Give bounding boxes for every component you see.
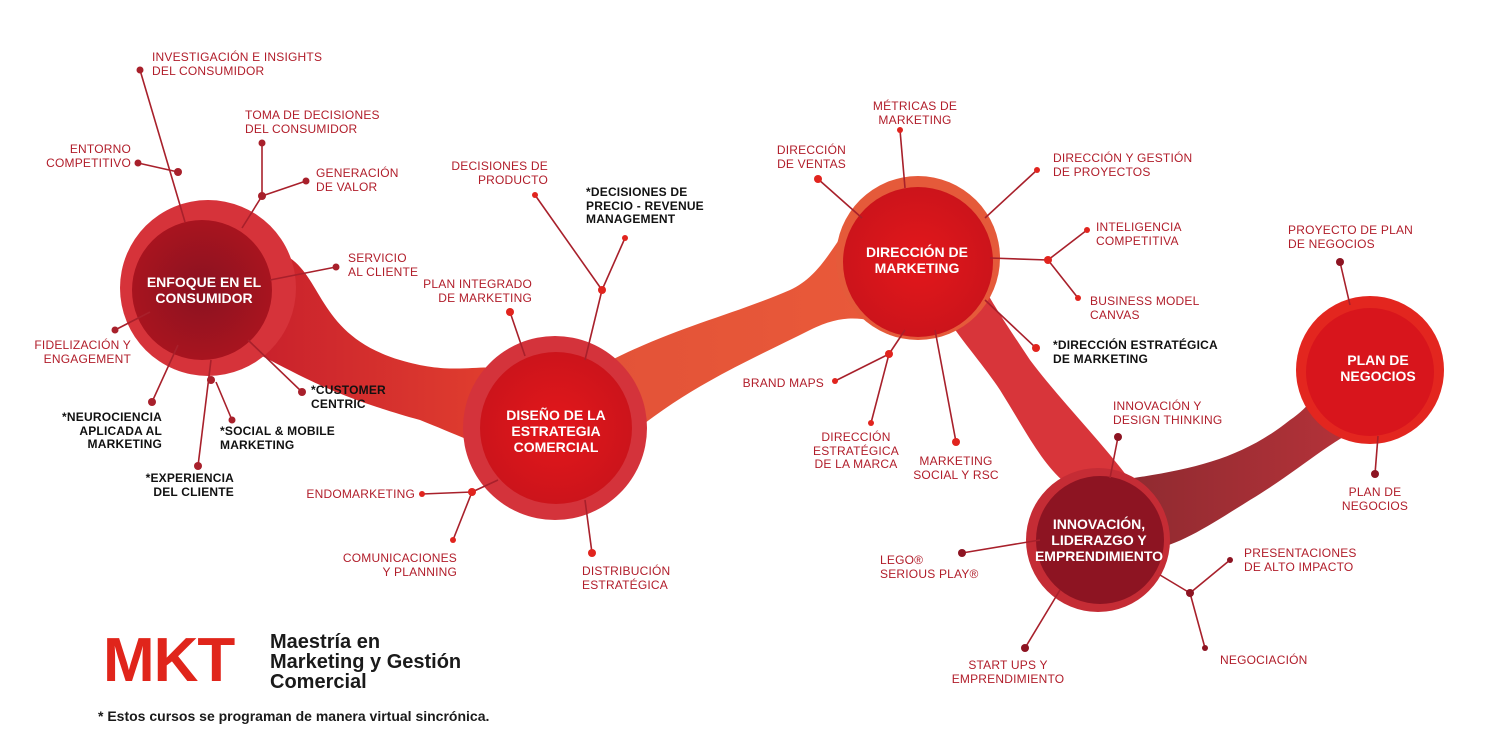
connector-lines — [114, 69, 1379, 649]
label-experiencia: *EXPERIENCIA DEL CLIENTE — [145, 471, 234, 499]
logo-acronym: MKT — [103, 626, 235, 695]
marketing-hub-core — [843, 187, 993, 337]
label-social-rsc: MARKETING SOCIAL Y RSC — [913, 454, 999, 482]
label-lego: LEGO® SERIOUS PLAY® — [880, 553, 979, 581]
label-fidelizacion: FIDELIZACIÓN Y ENGAGEMENT — [34, 338, 131, 366]
label-servicio: SERVICIO AL CLIENTE — [348, 251, 419, 279]
label-decisiones-precio: *DECISIONES DE PRECIO - REVENUE MANAGEME… — [586, 185, 704, 226]
label-endomarketing: ENDOMARKETING — [306, 487, 415, 501]
label-plan-integrado: PLAN INTEGRADO DE MARKETING — [423, 277, 532, 305]
footnote: * Estos cursos se programan de manera vi… — [98, 708, 490, 724]
label-startups: START UPS Y EMPRENDIMIENTO — [951, 658, 1065, 686]
connector-dots — [111, 66, 1379, 652]
label-decisiones-producto: DECISIONES DE PRODUCTO — [451, 159, 548, 187]
label-generacion: GENERACIÓN DE VALOR — [316, 166, 399, 194]
hub-strategy-title: DISEÑO DE LA ESTRATEGIA COMERCIAL — [506, 407, 606, 455]
ribbon-marketing-innovation — [935, 280, 1130, 480]
hub-marketing-title: DIRECCIÓN DE MARKETING — [866, 244, 968, 276]
label-ventas: DIRECCIÓN DE VENTAS — [776, 143, 846, 171]
innovation-hub-core — [1036, 476, 1164, 604]
label-negociacion: NEGOCIACIÓN — [1220, 653, 1308, 667]
label-design-thinking: INNOVACIÓN Y DESIGN THINKING — [1113, 399, 1223, 427]
label-direccion-estrategica: *DIRECCIÓN ESTRATÉGICA DE MARKETING — [1053, 338, 1218, 366]
label-customer-centric: *CUSTOMER CENTRIC — [311, 383, 386, 411]
label-marca: DIRECCIÓN ESTRATÉGICA DE LA MARCA — [813, 430, 899, 471]
hub-business-title: PLAN DE NEGOCIOS — [1340, 352, 1416, 384]
label-neurociencia: *NEUROCIENCIA APLICADA AL MARKETING — [62, 410, 162, 451]
label-brand-maps: BRAND MAPS — [742, 376, 824, 390]
hub-innovation-title: INNOVACIÓN, LIDERAZGO Y EMPRENDIMIENTO — [1034, 516, 1164, 564]
label-canvas: BUSINESS MODEL CANVAS — [1090, 294, 1200, 322]
label-social-mobile: *SOCIAL & MOBILE MARKETING — [220, 424, 335, 452]
business-hub-core — [1306, 308, 1434, 436]
label-toma-decisiones: TOMA DE DECISIONES DEL CONSUMIDOR — [245, 108, 380, 136]
label-inteligencia: INTELIGENCIA COMPETITIVA — [1096, 220, 1182, 248]
logo-program-name: Maestría en Marketing y Gestión Comercia… — [270, 631, 462, 693]
label-proyectos: DIRECCIÓN Y GESTIÓN DE PROYECTOS — [1053, 151, 1193, 179]
label-plan-negocios: PLAN DE NEGOCIOS — [1341, 485, 1409, 513]
consumer-hub-core — [132, 220, 272, 360]
ribbon-strategy-marketing — [575, 210, 905, 450]
label-metricas: MÉTRICAS DE MARKETING — [872, 99, 958, 127]
label-distribucion: DISTRIBUCIÓN ESTRATÉGICA — [582, 564, 671, 592]
label-proyecto-plan: PROYECTO DE PLAN DE NEGOCIOS — [1288, 223, 1414, 251]
label-entorno: ENTORNO COMPETITIVO — [46, 142, 131, 170]
hub-consumer-title: ENFOQUE EN EL CONSUMIDOR — [146, 274, 262, 306]
label-presentaciones: PRESENTACIONES DE ALTO IMPACTO — [1244, 546, 1357, 574]
strategy-hub-core — [480, 352, 632, 504]
label-investigacion: INVESTIGACIÓN E INSIGHTS DEL CONSUMIDOR — [152, 50, 323, 78]
label-comunicaciones: COMUNICACIONES Y PLANNING — [342, 551, 457, 579]
ribbon-innovation-business — [1120, 370, 1375, 550]
